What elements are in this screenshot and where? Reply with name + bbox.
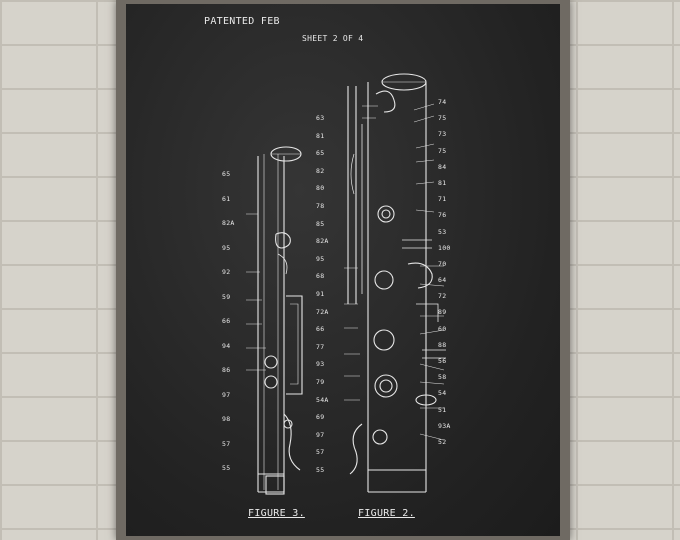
reference-number: 95 bbox=[316, 254, 325, 263]
reference-number: 100 bbox=[438, 243, 451, 252]
reference-number: 75 bbox=[438, 146, 447, 155]
reference-number: 54A bbox=[316, 395, 329, 404]
reference-number: 80 bbox=[316, 184, 325, 193]
reference-number: 98 bbox=[222, 415, 231, 423]
reference-number: 52 bbox=[438, 438, 447, 446]
reference-number: 65 bbox=[316, 149, 325, 158]
picture-frame: PATENTED FEB SHEET 2 OF 4 bbox=[116, 0, 570, 540]
reference-number: 82 bbox=[316, 166, 325, 175]
reference-number: 89 bbox=[438, 308, 447, 317]
reference-number: 66 bbox=[222, 317, 231, 325]
reference-number: 55 bbox=[316, 466, 325, 474]
reference-number: 95 bbox=[222, 243, 231, 252]
reference-number: 57 bbox=[316, 448, 325, 457]
reference-number: 68 bbox=[316, 272, 325, 281]
figure-3-tube bbox=[257, 146, 303, 495]
reference-number: 69 bbox=[316, 413, 325, 422]
reference-number: 53 bbox=[438, 227, 447, 236]
reference-number: 70 bbox=[438, 259, 447, 268]
reference-number: 92 bbox=[222, 268, 231, 276]
figure-2-tube bbox=[347, 73, 446, 493]
reference-number: 74 bbox=[438, 98, 447, 106]
reference-number: 63 bbox=[316, 114, 325, 122]
reference-number: 91 bbox=[316, 290, 325, 298]
patented-label: PATENTED FEB bbox=[204, 16, 280, 27]
figure-2-caption: FIGURE 2. bbox=[358, 508, 415, 519]
reference-number: 57 bbox=[222, 439, 231, 448]
reference-number: 93A bbox=[438, 421, 451, 430]
reference-number: 59 bbox=[222, 292, 231, 301]
reference-number: 65 bbox=[222, 170, 231, 178]
reference-number: 81 bbox=[438, 178, 447, 187]
reference-number: 88 bbox=[438, 340, 447, 349]
reference-number: 94 bbox=[222, 341, 231, 350]
leader-lines bbox=[246, 103, 445, 441]
bassoon-drawing bbox=[246, 73, 446, 495]
reference-number: 66 bbox=[316, 325, 325, 334]
reference-number: 58 bbox=[438, 373, 447, 382]
reference-number: 82A bbox=[316, 237, 329, 246]
sheet-number: SHEET 2 OF 4 bbox=[302, 34, 364, 43]
reference-number: 72A bbox=[316, 307, 329, 316]
reference-number: 71 bbox=[438, 195, 447, 204]
reference-number: 85 bbox=[316, 219, 325, 228]
reference-number: 81 bbox=[316, 131, 325, 140]
reference-number: 84 bbox=[438, 162, 447, 171]
reference-number: 54 bbox=[438, 389, 447, 398]
reference-number: 56 bbox=[438, 357, 447, 366]
reference-number: 64 bbox=[438, 276, 447, 285]
reference-number: 93 bbox=[316, 360, 325, 369]
reference-number: 79 bbox=[316, 378, 325, 386]
reference-number: 76 bbox=[438, 211, 447, 220]
patent-poster: PATENTED FEB SHEET 2 OF 4 bbox=[126, 4, 560, 536]
reference-number: 86 bbox=[222, 366, 231, 374]
reference-number: 61 bbox=[222, 194, 231, 203]
reference-number: 51 bbox=[438, 405, 447, 414]
reference-number: 97 bbox=[222, 390, 231, 399]
reference-number: 73 bbox=[438, 130, 447, 139]
reference-number: 78 bbox=[316, 202, 325, 210]
reference-number: 55 bbox=[222, 464, 231, 472]
reference-number: 60 bbox=[438, 324, 447, 333]
reference-number: 77 bbox=[316, 342, 325, 351]
figure-3-caption: FIGURE 3. bbox=[248, 508, 305, 519]
reference-number: 82A bbox=[222, 219, 235, 227]
reference-number: 97 bbox=[316, 430, 325, 439]
reference-number: 75 bbox=[438, 114, 447, 123]
reference-number: 72 bbox=[438, 292, 447, 301]
